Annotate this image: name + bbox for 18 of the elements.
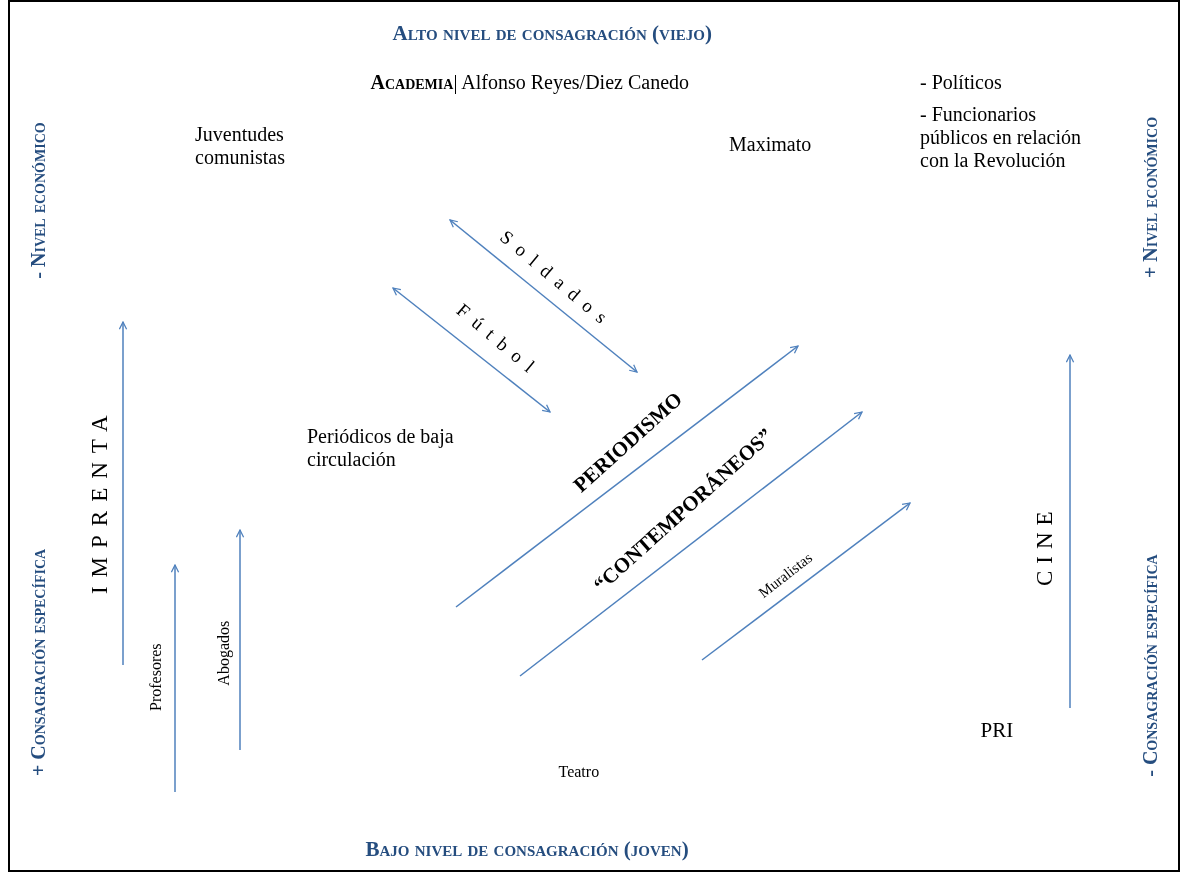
arrow-label: Profesores	[146, 643, 165, 711]
axis-label: + Nivel económico	[1138, 116, 1162, 278]
list-item: - Funcionarios públicos en relación con la Revolución	[920, 102, 1083, 172]
group-label: Maximato	[729, 132, 812, 156]
axis-label: + Consagración específica	[26, 548, 50, 776]
axis-label: Alto nivel de consagración (viejo)	[392, 21, 712, 46]
arrow-label: CINE	[1031, 504, 1058, 587]
axis-label: - Consagración específica	[1138, 553, 1162, 777]
group-label: Teatro	[558, 763, 600, 782]
group-label: Periódicos de baja circulación	[307, 425, 455, 471]
group-label: Academia| Alfonso Reyes/Diez Canedo	[370, 70, 689, 94]
arrow-label: Abogados	[214, 620, 234, 686]
list-item: - Políticos	[920, 70, 1002, 94]
arrow-label: IMPRENTA	[86, 406, 113, 595]
group-label: Juventudes comunistas	[195, 123, 286, 169]
axis-label: Bajo nivel de consagración (joven)	[365, 837, 689, 862]
axis-label: - Nivel económico	[26, 121, 50, 279]
group-label: PRI	[980, 718, 1014, 743]
